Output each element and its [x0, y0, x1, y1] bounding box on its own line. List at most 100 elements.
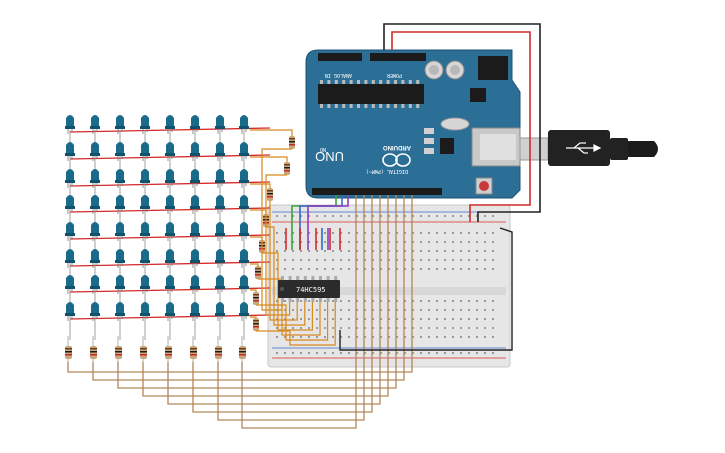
led — [65, 142, 75, 161]
led — [90, 142, 100, 161]
led-base — [239, 153, 249, 156]
led — [90, 275, 100, 294]
uno-label: UNO — [315, 149, 344, 164]
led-base — [140, 260, 150, 263]
led-base — [215, 126, 225, 129]
led-body — [141, 275, 149, 286]
led-base — [215, 313, 225, 316]
led-base — [65, 153, 75, 156]
on-label: ON — [320, 148, 326, 154]
led-base — [90, 286, 100, 289]
led — [165, 195, 175, 214]
led — [140, 142, 150, 161]
led-body — [66, 169, 74, 180]
led-body — [240, 275, 248, 286]
led-base — [215, 286, 225, 289]
led-body — [216, 275, 224, 286]
led — [215, 115, 225, 134]
led-body — [191, 249, 199, 260]
led — [165, 115, 175, 134]
led-base — [90, 180, 100, 183]
led-base — [65, 206, 75, 209]
led-body — [166, 222, 174, 233]
led — [140, 169, 150, 188]
led-base — [190, 233, 200, 236]
led — [215, 142, 225, 161]
led-base — [115, 206, 125, 209]
row-wire-orange — [250, 209, 267, 214]
led — [65, 302, 75, 321]
column-wire — [142, 195, 389, 397]
arduino-logo-icon — [382, 153, 411, 167]
led-body — [191, 142, 199, 153]
led-base — [140, 233, 150, 236]
led — [190, 249, 200, 268]
led-base — [65, 180, 75, 183]
ground-jumper — [339, 227, 513, 351]
led-body — [66, 275, 74, 286]
led-base — [215, 153, 225, 156]
led — [239, 222, 249, 241]
led-base — [190, 180, 200, 183]
led-base — [239, 206, 249, 209]
row-wire-orange — [250, 289, 257, 292]
led-body — [66, 115, 74, 126]
led — [115, 142, 125, 161]
led — [140, 222, 150, 241]
column-wire — [117, 195, 397, 389]
led-base — [115, 153, 125, 156]
control-wire — [307, 195, 349, 250]
led-base — [65, 233, 75, 236]
led — [239, 142, 249, 161]
led-base — [90, 313, 100, 316]
led-body — [216, 302, 224, 313]
led — [165, 142, 175, 161]
led — [165, 302, 175, 321]
led-body — [216, 249, 224, 260]
led-body — [216, 195, 224, 206]
row-resistor — [253, 292, 259, 305]
led-body — [141, 142, 149, 153]
led-base — [115, 313, 125, 316]
led — [90, 169, 100, 188]
led-body — [240, 195, 248, 206]
led-body — [191, 169, 199, 180]
led-matrix — [65, 115, 249, 321]
led-base — [190, 313, 200, 316]
led — [65, 115, 75, 134]
led-base — [115, 126, 125, 129]
led-body — [91, 222, 99, 233]
led-body — [240, 222, 248, 233]
column-wire — [241, 195, 357, 429]
row-to-chip-wire — [256, 302, 336, 346]
row-resistor — [267, 188, 273, 201]
led — [140, 249, 150, 268]
column-resistor — [90, 336, 97, 362]
led-body — [166, 142, 174, 153]
led-base — [115, 233, 125, 236]
led-base — [165, 153, 175, 156]
led — [165, 275, 175, 294]
led-body — [216, 115, 224, 126]
led-base — [165, 206, 175, 209]
led-base — [65, 286, 75, 289]
led-base — [90, 153, 100, 156]
row-wire-orange — [250, 316, 257, 318]
led-base — [140, 206, 150, 209]
led-base — [165, 313, 175, 316]
power-wire-5v — [391, 31, 531, 222]
led-body — [91, 275, 99, 286]
column-resistor — [239, 336, 246, 362]
led — [215, 275, 225, 294]
row-resistor — [253, 318, 259, 331]
led-base — [215, 206, 225, 209]
led — [165, 169, 175, 188]
led-body — [116, 275, 124, 286]
led-body — [141, 169, 149, 180]
led-base — [165, 180, 175, 183]
led-base — [65, 313, 75, 316]
led-body — [141, 302, 149, 313]
led-body — [240, 249, 248, 260]
led-body — [240, 169, 248, 180]
led-base — [215, 260, 225, 263]
